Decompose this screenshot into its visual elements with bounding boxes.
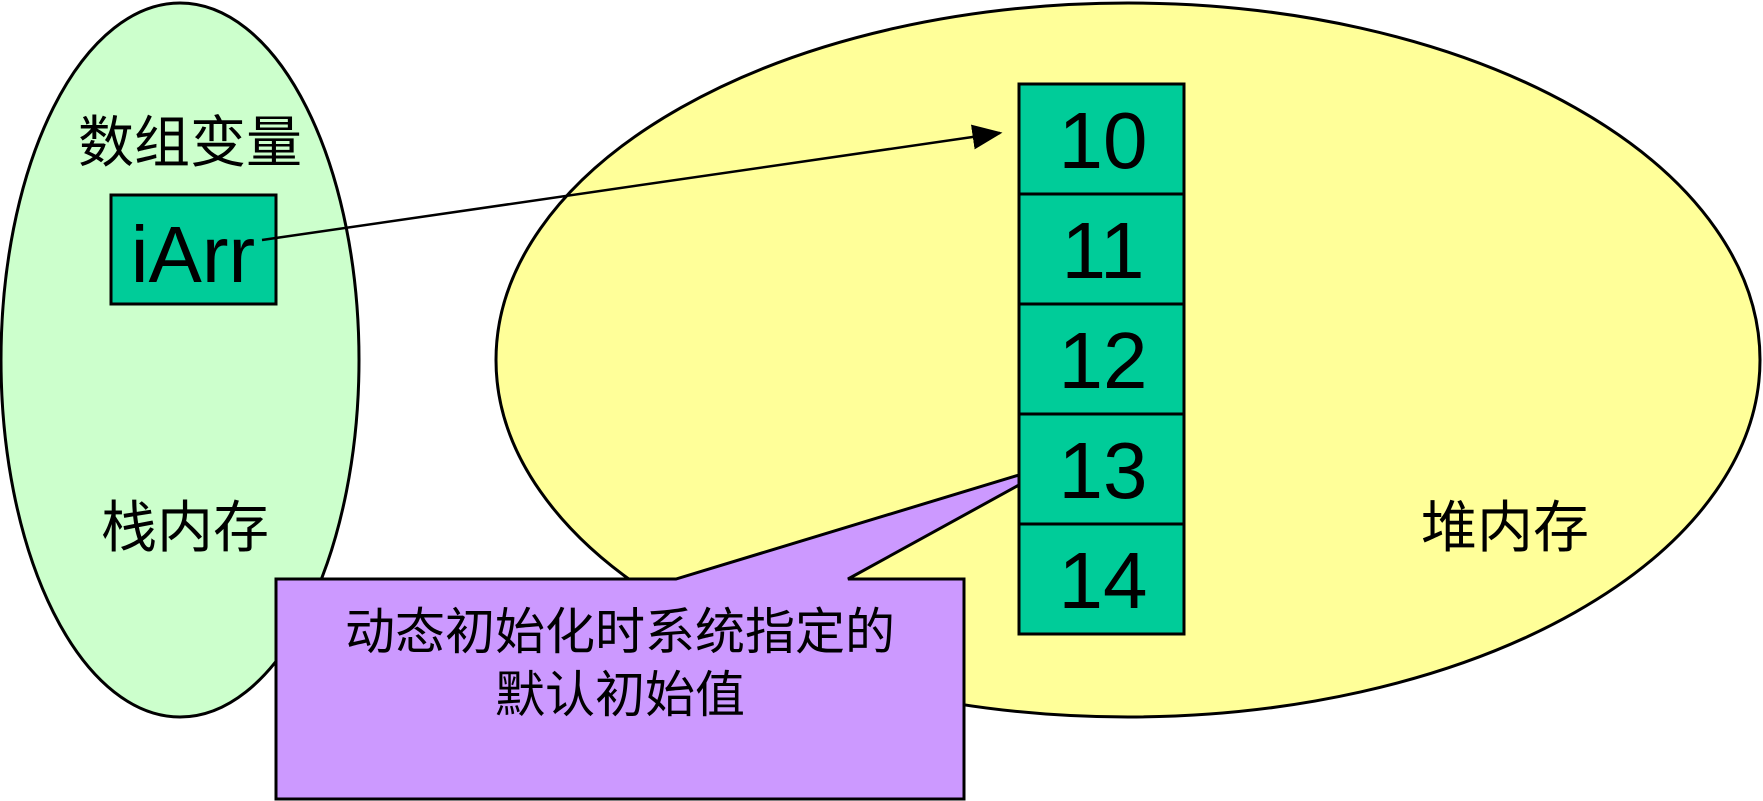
array-cell-4 <box>1017 522 1186 636</box>
array-cell-0-value: 10 <box>1059 96 1148 185</box>
array-cell-2-value: 12 <box>1059 316 1148 405</box>
array-cell-2 <box>1017 302 1186 416</box>
stack-memory-region <box>0 1 361 719</box>
callout-text-line1: 动态初始化时系统指定的 <box>345 603 895 661</box>
iarr-variable-box <box>109 193 278 306</box>
callout-box <box>274 472 1021 801</box>
array-variable-title: 数组变量 <box>78 111 302 176</box>
array-cell-0 <box>1017 82 1186 196</box>
stack-memory-label: 栈内存 <box>101 496 269 561</box>
array-cell-3-value: 13 <box>1059 426 1148 515</box>
iarr-variable-label: iArr <box>131 210 255 299</box>
array-cell-1 <box>1017 192 1186 306</box>
array-cells: 10 11 12 13 14 <box>1017 82 1186 636</box>
array-cell-1-value: 11 <box>1061 206 1144 295</box>
heap-memory-label: 堆内存 <box>1421 496 1589 561</box>
array-cell-4-value: 14 <box>1059 536 1148 625</box>
reference-arrow <box>261 124 1003 242</box>
array-cell-3 <box>1017 412 1186 526</box>
callout-text-line2: 默认初始值 <box>495 666 745 724</box>
